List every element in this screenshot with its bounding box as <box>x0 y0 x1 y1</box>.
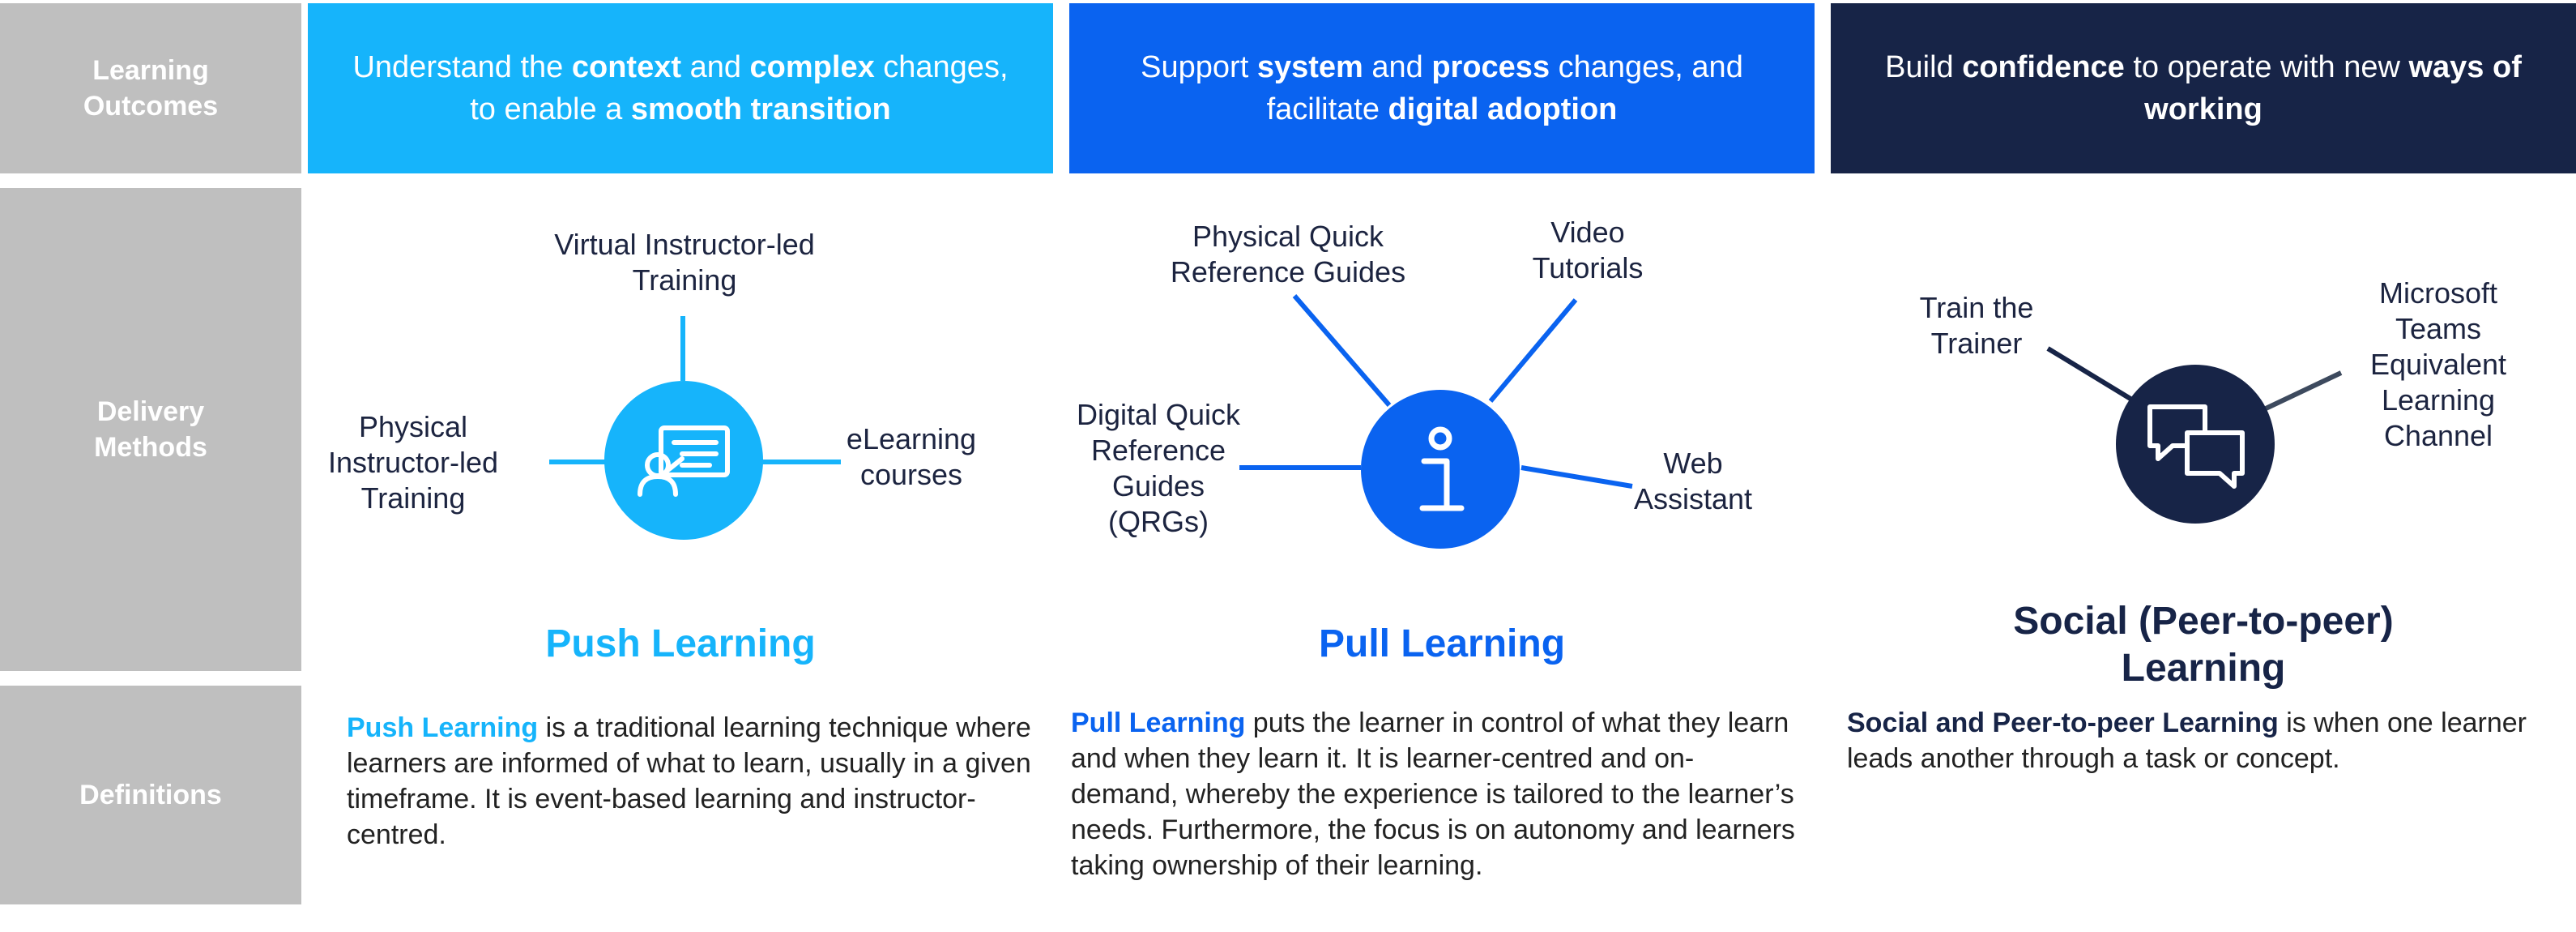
outcome-social: Build confidence to operate with new way… <box>1831 3 2576 173</box>
definition-social-highlight: Social and Peer-to-peer Learning <box>1847 708 2279 738</box>
outcome-text-part: complex <box>749 50 875 84</box>
social-icon-circle <box>2116 365 2275 524</box>
method-teams-channel: Microsoft Teams Equivalent Learning Chan… <box>2369 276 2507 452</box>
outcome-text-part: context <box>571 50 682 84</box>
push-icon-circle <box>604 381 763 540</box>
outcome-text: Understand the context and complex chang… <box>340 46 1021 130</box>
definition-pull-highlight: Pull Learning <box>1071 708 1246 738</box>
outcome-text-part: Support <box>1141 50 1257 84</box>
outcome-text-part: smooth transition <box>630 92 891 126</box>
social-line-right <box>2263 370 2343 412</box>
trainer-presentation-icon <box>638 425 730 497</box>
outcome-text-part: Build <box>1885 50 1963 84</box>
outcome-text-part: confidence <box>1962 50 2125 84</box>
definition-pull-text: puts the learner in control of what they… <box>1071 708 1795 881</box>
definition-push: Push Learning is a traditional learning … <box>347 710 1035 853</box>
social-line-left <box>2046 346 2132 401</box>
row-label-delivery-methods: Delivery Methods <box>0 188 301 671</box>
outcome-push: Understand the context and complex chang… <box>308 3 1053 173</box>
method-web-assistant: Web Assistant <box>1633 447 1753 515</box>
method-physical-instructor-led: Physical Instructor-led Training <box>327 410 499 515</box>
method-video-tutorials: Video Tutorials <box>1532 216 1644 284</box>
outcome-text-part: digital adoption <box>1388 92 1618 126</box>
definition-push-text: is a traditional learning technique wher… <box>347 712 1031 850</box>
outcome-text-part: changes, and facilitate <box>1266 50 1743 126</box>
information-icon <box>1419 426 1465 511</box>
definition-pull: Pull Learning puts the learner in contro… <box>1071 705 1800 883</box>
outcome-text-part: changes, to enable a <box>470 50 1009 126</box>
definition-social: Social and Peer-to-peer Learning is when… <box>1847 705 2544 776</box>
row-label-definitions: Definitions <box>0 686 301 904</box>
chat-bubbles-icon <box>2147 404 2245 489</box>
outcome-text: Support system and process changes, and … <box>1102 46 1782 130</box>
method-elearning: eLearning courses <box>846 422 977 491</box>
pull-line-topleft <box>1292 294 1392 407</box>
method-digital-qrg: Digital Quick Reference Guides (QRGs) <box>1076 398 1241 538</box>
outcome-text-part: Understand the <box>352 50 572 84</box>
outcome-text-part: and <box>1363 50 1432 84</box>
definition-push-highlight: Push Learning <box>347 712 539 743</box>
outcome-text: Build confidence to operate with new way… <box>1863 46 2544 130</box>
outcome-text-part: to operate with new <box>2124 50 2409 84</box>
title-social-learning: Social (Peer-to-peer) Learning <box>2013 600 2394 690</box>
outcome-text-part: and <box>681 50 750 84</box>
outcome-text-part: ways of working <box>2144 50 2522 126</box>
title-push-learning: Push Learning <box>545 622 816 665</box>
title-pull-learning: Pull Learning <box>1318 622 1566 665</box>
method-train-the-trainer: Train the Trainer <box>1919 291 2034 360</box>
pull-line-topright <box>1488 298 1578 403</box>
outcome-text-part: system <box>1256 50 1363 84</box>
row-label-learning-outcomes: Learning Outcomes <box>0 3 301 173</box>
pull-icon-circle <box>1361 390 1520 549</box>
definition-social-text: is when one learner leads another throug… <box>1847 708 2527 774</box>
method-physical-qrg: Physical Quick Reference Guides <box>1170 220 1406 289</box>
pull-line-right <box>1520 465 1633 489</box>
outcome-pull: Support system and process changes, and … <box>1069 3 1815 173</box>
method-virtual-instructor-led: Virtual Instructor-led Training <box>554 228 815 297</box>
outcome-text-part: process <box>1431 50 1550 84</box>
